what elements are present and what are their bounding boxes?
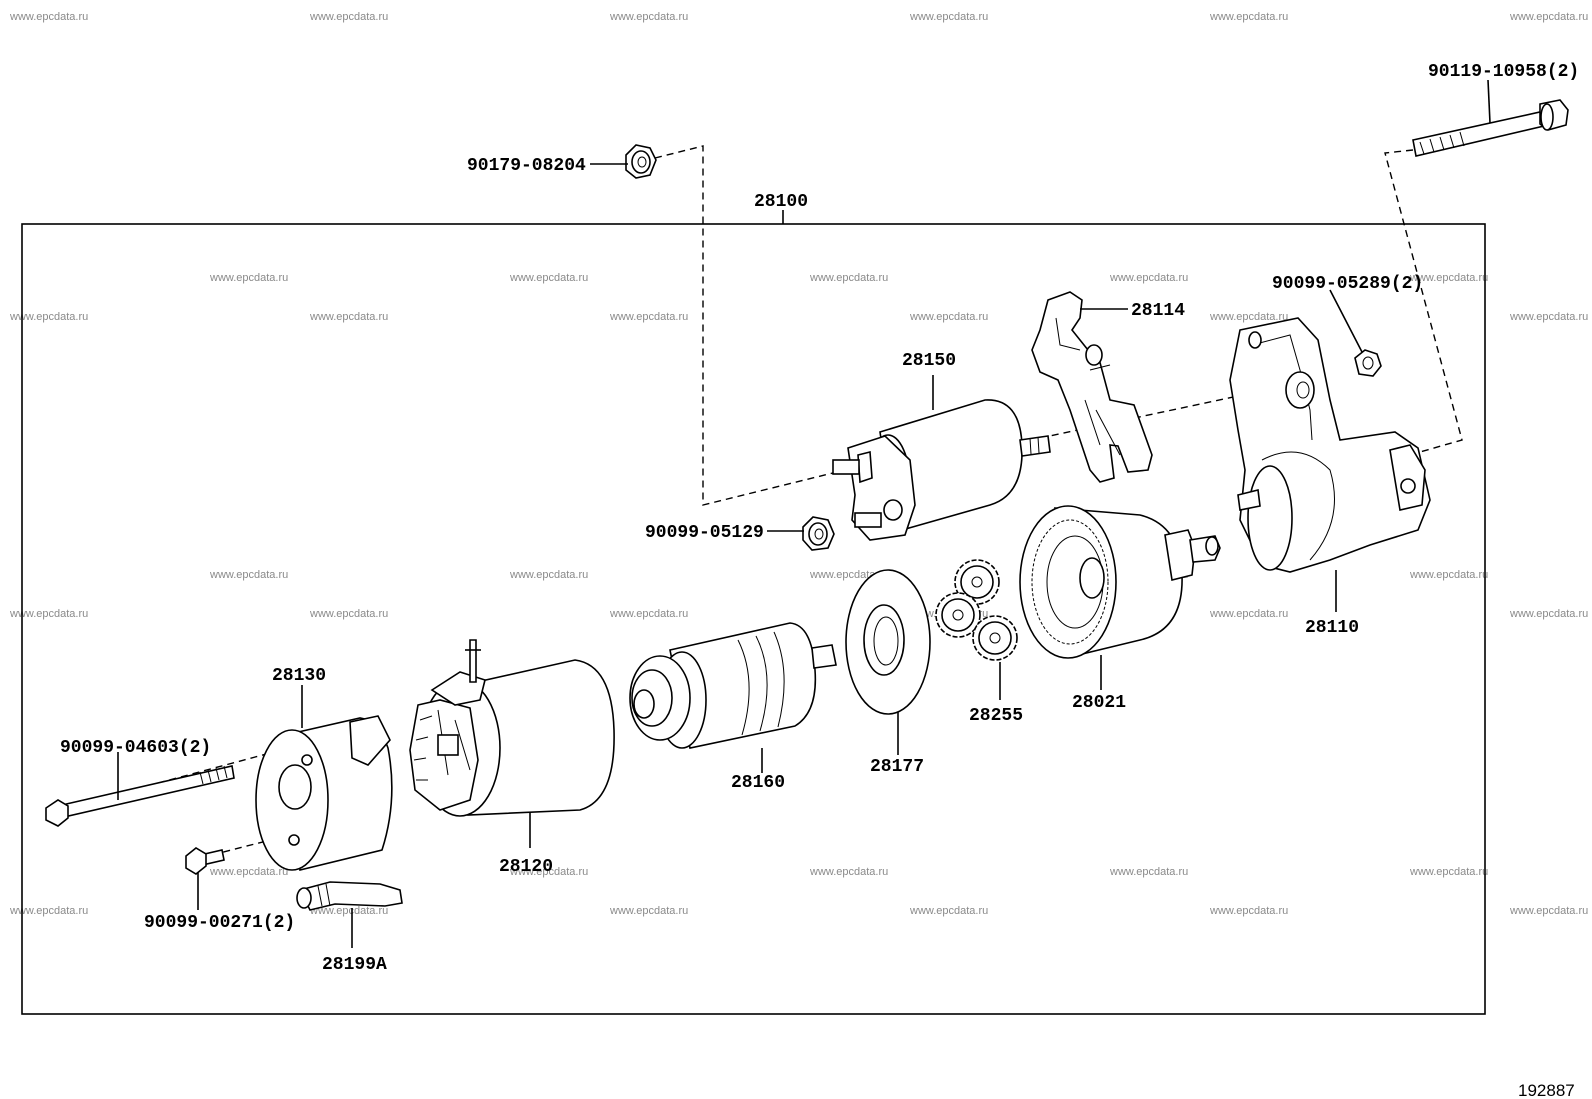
watermark-text: www.epcdata.ru	[909, 905, 988, 917]
lever-28114-icon	[1031, 291, 1153, 483]
watermark-text: www.epcdata.ru	[509, 569, 588, 581]
watermark-text: www.epcdata.ru	[1209, 311, 1288, 323]
watermark-text: www.epcdata.ru	[9, 905, 88, 917]
watermark-text: www.epcdata.ru	[209, 866, 288, 878]
watermark-text: www.epcdata.ru	[309, 11, 388, 23]
watermark-text: www.epcdata.ru	[1509, 11, 1588, 23]
watermark-text: www.epcdata.ru	[509, 866, 588, 878]
watermark-text: www.epcdata.ru	[609, 905, 688, 917]
bolt-90099-04603-icon	[45, 752, 235, 827]
label-90099-05129: 90099-05129	[645, 523, 764, 543]
watermark-text: www.epcdata.ru	[1409, 569, 1488, 581]
label-90179-08204: 90179-08204	[467, 156, 586, 176]
watermark-text: www.epcdata.ru	[1509, 608, 1588, 620]
bolt-90099-00271-icon	[185, 847, 225, 910]
label-90099-00271: 90099-00271(2)	[144, 913, 295, 933]
watermark-text: www.epcdata.ru	[1209, 11, 1288, 23]
watermark-text: www.epcdata.ru	[1209, 608, 1288, 620]
watermark-text: www.epcdata.ru	[9, 311, 88, 323]
watermark-text: www.epcdata.ru	[809, 272, 888, 284]
watermark-text: www.epcdata.ru	[309, 311, 388, 323]
housing-28110-icon	[1229, 317, 1431, 612]
watermark-text: www.epcdata.ru	[1409, 866, 1488, 878]
watermark-text: www.epcdata.ru	[1109, 866, 1188, 878]
label-90119-10958: 90119-10958(2)	[1428, 62, 1579, 82]
watermark-text: www.epcdata.ru	[509, 272, 588, 284]
watermark-text: www.epcdata.ru	[209, 569, 288, 581]
bolt-90119-10958-icon	[1412, 79, 1569, 157]
watermark-text: www.epcdata.ru	[609, 311, 688, 323]
watermark-text: www.epcdata.ru	[1509, 905, 1588, 917]
watermark-text: www.epcdata.ru	[1209, 905, 1288, 917]
watermark-text: www.epcdata.ru	[909, 11, 988, 23]
label-90099-05289: 90099-05289(2)	[1272, 274, 1423, 294]
label-28150: 28150	[902, 351, 956, 371]
watermark-text: www.epcdata.ru	[309, 608, 388, 620]
label-28255: 28255	[969, 706, 1023, 726]
label-28177: 28177	[870, 757, 924, 777]
watermark-text: www.epcdata.ru	[309, 905, 388, 917]
nut-90099-05289-icon	[1329, 289, 1382, 377]
washer-28177-icon	[845, 569, 931, 755]
label-28160: 28160	[731, 773, 785, 793]
yoke-28120-icon	[409, 639, 615, 848]
watermark-text: www.epcdata.ru	[1109, 272, 1188, 284]
solenoid-28150-icon	[832, 375, 1051, 541]
watermark-text: www.epcdata.ru	[809, 866, 888, 878]
assembly-label: 28100	[754, 192, 808, 212]
label-28199A: 28199A	[322, 955, 387, 975]
watermark-text: www.epcdata.ru	[209, 272, 288, 284]
watermark-text: www.epcdata.ru	[9, 608, 88, 620]
reference-number: 192887	[1518, 1081, 1575, 1099]
carrier-28021-icon	[1019, 505, 1221, 690]
nut-90179-08204-icon	[590, 144, 657, 179]
watermark-text: www.epcdata.ru	[1509, 311, 1588, 323]
gears-28255-icon	[935, 559, 1018, 700]
watermark-text: www.epcdata.ru	[9, 11, 88, 23]
label-28110: 28110	[1305, 618, 1359, 638]
watermark-text: www.epcdata.ru	[609, 608, 688, 620]
watermark-text: www.epcdata.ru	[1409, 272, 1488, 284]
watermark-text: www.epcdata.ru	[909, 311, 988, 323]
label-28130: 28130	[272, 666, 326, 686]
watermark-layer: www.epcdata.ru www.epcdata.ru www.epcdata.…	[9, 11, 1588, 917]
label-28120: 28120	[499, 857, 553, 877]
watermark-text: www.epcdata.ru	[609, 11, 688, 23]
label-28114: 28114	[1131, 301, 1185, 321]
armature-28160-icon	[629, 622, 837, 773]
label-90099-04603: 90099-04603(2)	[60, 738, 211, 758]
nut-90099-05129-icon	[767, 516, 835, 551]
end-cover-28130-icon	[255, 685, 393, 871]
assembly-frame	[21, 223, 1486, 1015]
label-28021: 28021	[1072, 693, 1126, 713]
boot-28199A-icon	[296, 881, 403, 948]
